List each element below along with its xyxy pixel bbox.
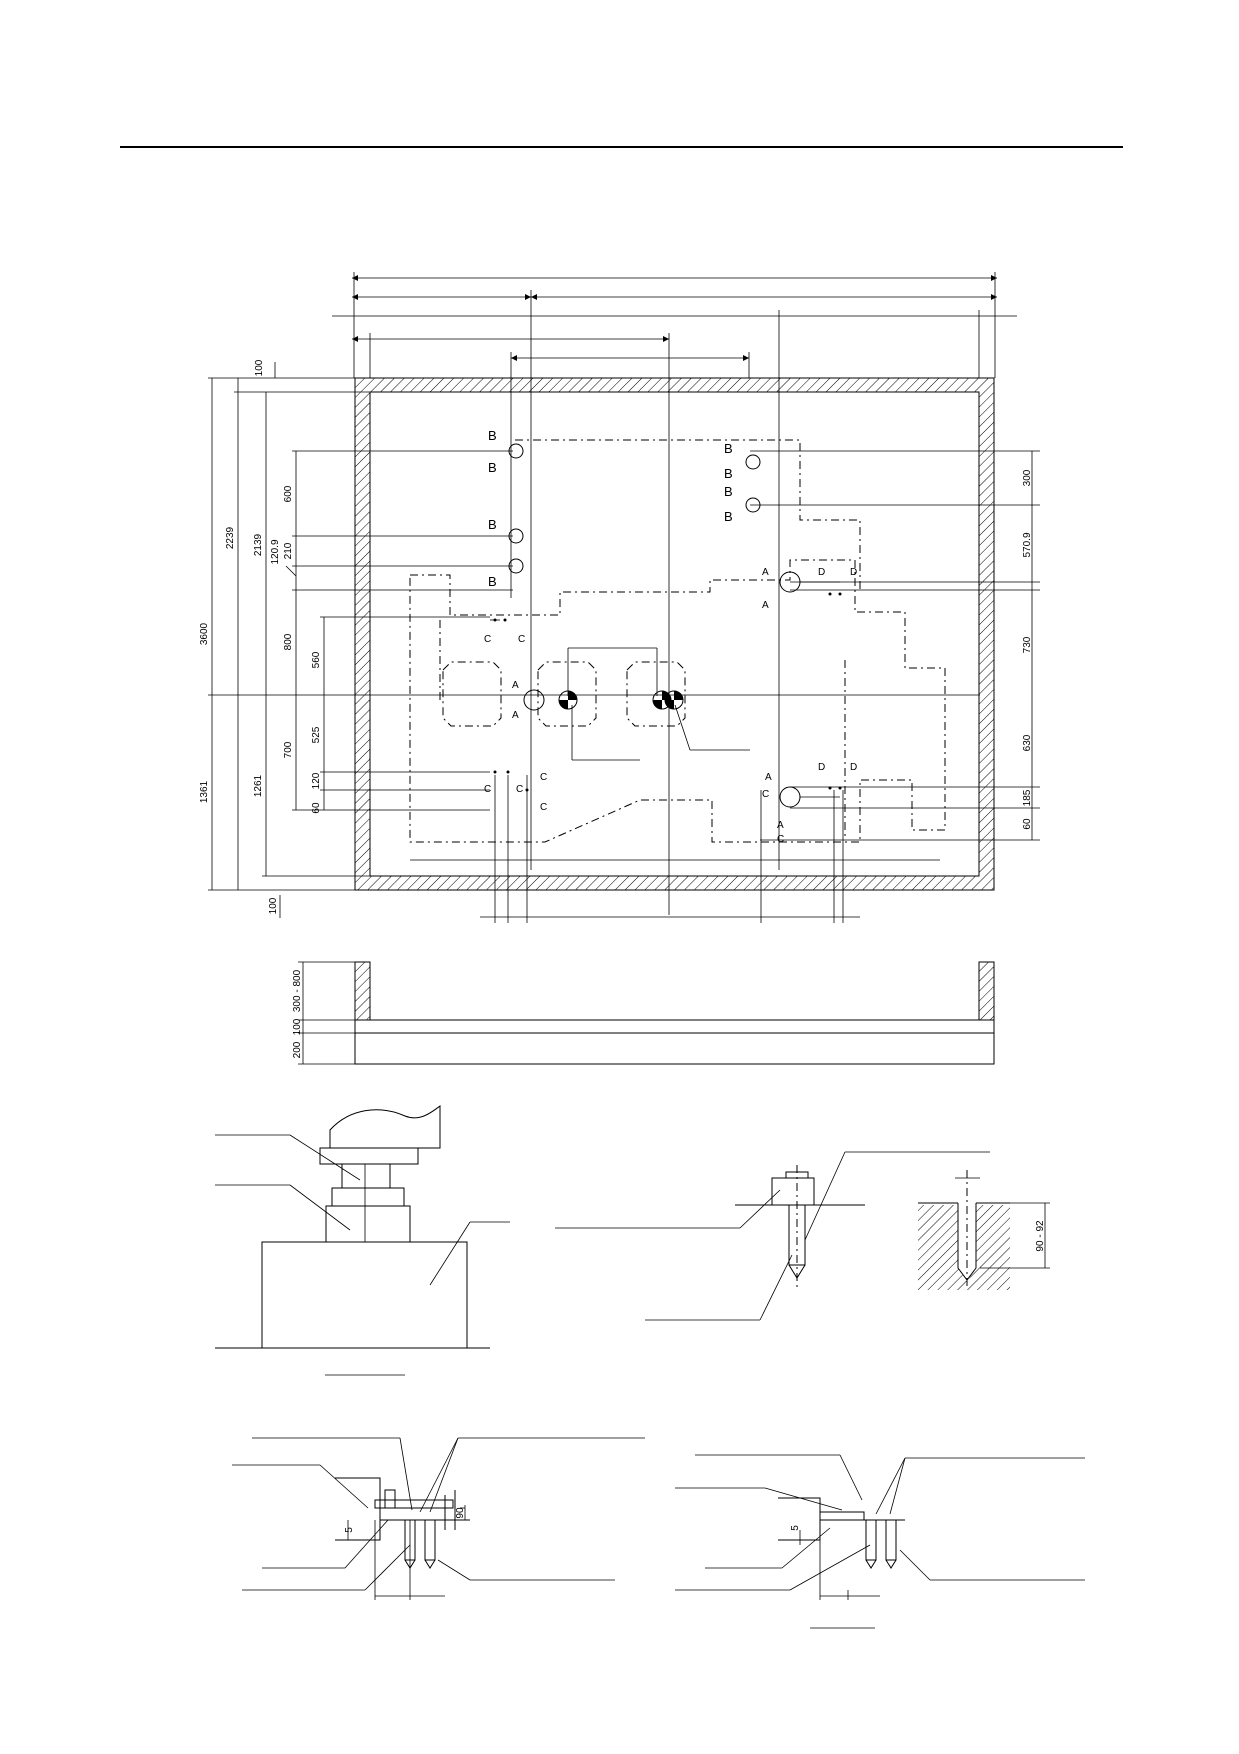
svg-text:B: B <box>488 574 497 589</box>
bolt-hole-b1 <box>508 443 524 459</box>
svg-text:B: B <box>488 460 497 475</box>
svg-text:1361: 1361 <box>199 780 210 803</box>
svg-text:A: A <box>512 710 519 721</box>
section-mark-a: A <box>762 567 769 578</box>
bottom-dimensions <box>410 775 940 923</box>
section-mark-d: D <box>818 567 825 578</box>
svg-text:700: 700 <box>283 741 294 758</box>
svg-text:100: 100 <box>292 1018 303 1035</box>
svg-text:185: 185 <box>1022 789 1033 806</box>
svg-text:C: C <box>777 834 784 845</box>
left-dimensions <box>208 362 980 918</box>
svg-text:C: C <box>762 789 769 800</box>
svg-text:525: 525 <box>311 726 322 743</box>
bolt-hole-b5 <box>745 497 761 513</box>
anchor-bolt-detail: 90 - 92 <box>555 1151 1050 1321</box>
svg-text:1261: 1261 <box>253 774 264 797</box>
svg-text:630: 630 <box>1022 734 1033 751</box>
anchor-hole-a-bottom <box>779 786 801 808</box>
svg-text:B: B <box>724 509 733 524</box>
svg-text:300 - 800: 300 - 800 <box>292 969 303 1012</box>
svg-text:90: 90 <box>455 1507 466 1519</box>
svg-text:120.9: 120.9 <box>270 539 281 564</box>
svg-text:300: 300 <box>1022 469 1033 486</box>
svg-text:5: 5 <box>344 1527 355 1533</box>
svg-text:A: A <box>777 820 784 831</box>
svg-text:210: 210 <box>283 542 294 559</box>
wedge-detail-right: 5 <box>675 1454 1085 1629</box>
bolt-hole-b2 <box>508 528 524 544</box>
svg-text:C: C <box>540 802 547 813</box>
svg-text:60: 60 <box>1022 818 1033 830</box>
svg-text:C: C <box>516 784 523 795</box>
svg-text:90 - 92: 90 - 92 <box>1035 1220 1046 1252</box>
section-mark-b: B <box>488 428 497 443</box>
top-dimensions <box>332 272 1017 915</box>
outer-wall <box>354 377 995 891</box>
svg-text:560: 560 <box>311 651 322 668</box>
svg-text:100: 100 <box>254 359 265 376</box>
plan-leaders <box>490 439 861 798</box>
svg-text:5: 5 <box>790 1525 801 1531</box>
mounting-pads <box>442 647 686 727</box>
svg-text:730: 730 <box>1022 636 1033 653</box>
svg-text:C: C <box>540 772 547 783</box>
leveling-jack-detail <box>215 1104 510 1376</box>
svg-text:60: 60 <box>311 802 322 814</box>
svg-text:570.9: 570.9 <box>1022 532 1033 557</box>
svg-text:120: 120 <box>311 772 322 789</box>
wedge-detail-left: 5 90 <box>232 1437 645 1600</box>
section-marks: B B B B B B B B A A A A A A C C C C C C … <box>484 428 857 845</box>
svg-text:C: C <box>518 634 525 645</box>
bed-outline <box>409 559 946 843</box>
inner-wall <box>369 391 980 877</box>
section-mark-c: C <box>484 634 491 645</box>
svg-text:2239: 2239 <box>225 526 236 549</box>
wall-hatch <box>355 378 994 890</box>
right-dimensions <box>750 450 1040 841</box>
left-dimension-labels: 100 3600 2239 2139 1361 1261 600 120.9 2… <box>199 359 322 914</box>
svg-text:3600: 3600 <box>199 622 210 645</box>
svg-text:800: 800 <box>283 633 294 650</box>
svg-text:C: C <box>484 784 491 795</box>
svg-text:D: D <box>818 762 825 773</box>
svg-text:B: B <box>724 441 733 456</box>
svg-text:A: A <box>512 680 519 691</box>
bolt-hole-b3 <box>508 558 524 574</box>
right-dimension-labels: 300 570.9 730 630 185 60 <box>1022 469 1033 829</box>
svg-text:100: 100 <box>268 897 279 914</box>
svg-text:D: D <box>850 567 857 578</box>
bolt-hole-b4 <box>745 454 761 470</box>
foundation-elevation: 300 - 800 100 200 <box>292 961 995 1065</box>
svg-text:A: A <box>765 772 772 783</box>
svg-text:D: D <box>850 762 857 773</box>
svg-text:B: B <box>724 484 733 499</box>
foundation-plan: B B B B B B B B A A A A A A C C C C C C … <box>199 272 1040 923</box>
svg-text:600: 600 <box>283 485 294 502</box>
svg-text:2139: 2139 <box>253 533 264 556</box>
svg-text:200: 200 <box>292 1041 303 1058</box>
svg-text:B: B <box>724 466 733 481</box>
anchor-hole-a-left <box>523 689 545 711</box>
anchor-holes <box>508 443 801 808</box>
svg-text:B: B <box>488 517 497 532</box>
svg-text:A: A <box>762 600 769 611</box>
